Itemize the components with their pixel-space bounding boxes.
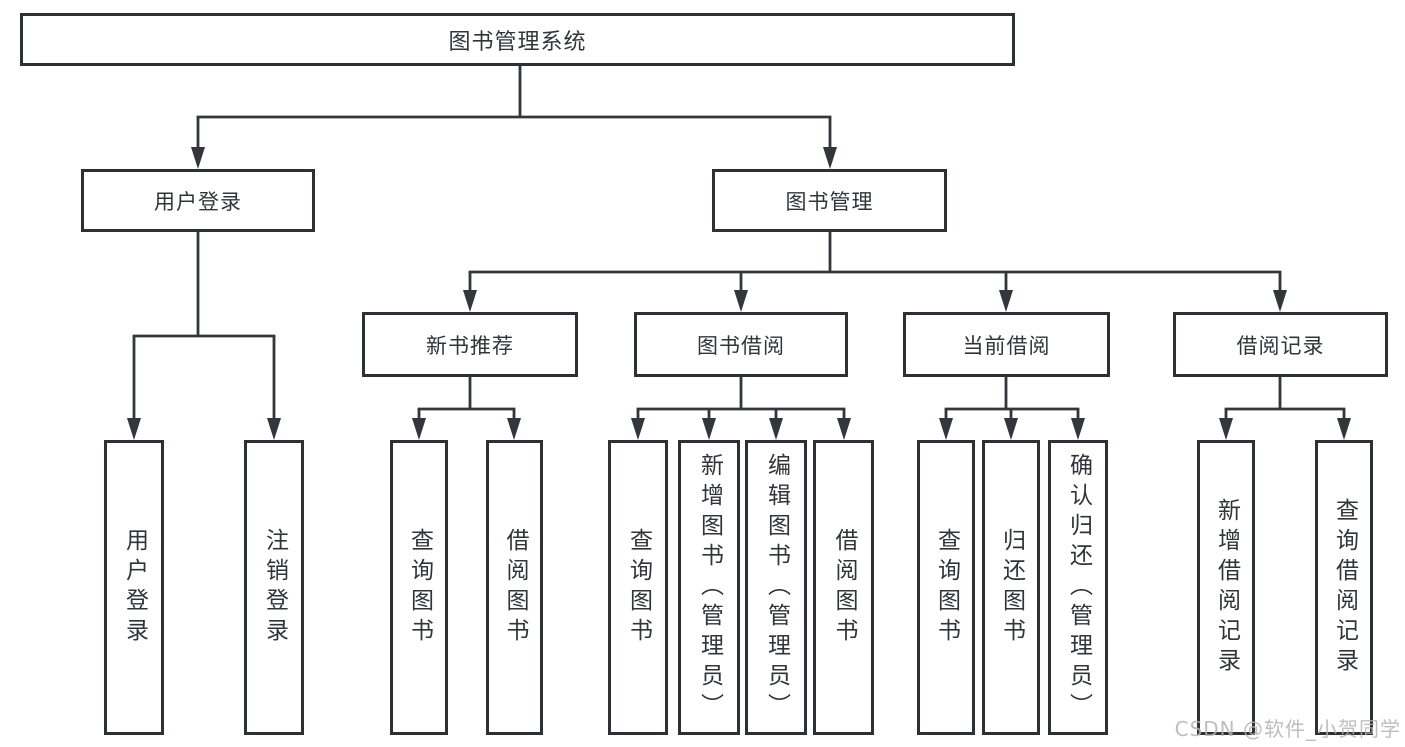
node-borrow-records: 借阅记录 <box>1173 312 1388 377</box>
leaf-cb-confirm-return: 确认归还（管理员） <box>1048 440 1108 735</box>
node-borrow-records-label: 借阅记录 <box>1236 333 1325 358</box>
leaf-br-query-record-label: 查询借阅记录 <box>1331 497 1358 678</box>
leaf-bb-query-books: 查询图书 <box>608 440 668 735</box>
node-user-login-label: 用户登录 <box>154 189 242 214</box>
leaf-bb-add-books: 新增图书（管理员） <box>678 440 740 735</box>
leaf-bb-edit-books-label: 编辑图书（管理员） <box>763 452 790 723</box>
leaf-cb-return-books-label: 归还图书 <box>998 527 1025 648</box>
leaf-cb-return-books: 归还图书 <box>982 440 1040 735</box>
node-book-borrow-label: 图书借阅 <box>697 333 785 358</box>
leaf-bb-edit-books: 编辑图书（管理员） <box>745 440 807 735</box>
node-current-borrow: 当前借阅 <box>903 312 1110 377</box>
leaf-nb-query-books-label: 查询图书 <box>406 527 433 648</box>
leaf-bb-borrow-books-label: 借阅图书 <box>831 527 857 648</box>
leaf-br-add-record-label: 新增借阅记录 <box>1213 497 1240 678</box>
node-new-book-recommend: 新书推荐 <box>362 312 578 377</box>
leaf-cb-confirm-return-label: 确认归还（管理员） <box>1065 452 1092 723</box>
leaf-br-query-record: 查询借阅记录 <box>1315 440 1373 735</box>
node-root-label: 图书管理系统 <box>448 29 587 55</box>
node-book-management-label: 图书管理 <box>785 189 874 214</box>
leaf-nb-query-books: 查询图书 <box>390 440 448 735</box>
leaf-bb-query-books-label: 查询图书 <box>625 527 652 648</box>
watermark: CSDN @软件_小贺同学 <box>1174 717 1401 741</box>
leaf-cb-query-books: 查询图书 <box>917 440 975 735</box>
leaf-bb-add-books-label: 新增图书（管理员） <box>696 452 723 723</box>
leaf-br-add-record: 新增借阅记录 <box>1197 440 1255 735</box>
leaf-user-login-label: 用户登录 <box>121 527 148 648</box>
leaf-logout-label: 注销登录 <box>261 527 288 648</box>
node-user-login: 用户登录 <box>81 169 315 232</box>
node-book-borrow: 图书借阅 <box>634 312 848 377</box>
leaf-nb-borrow-books: 借阅图书 <box>486 440 543 735</box>
node-book-management: 图书管理 <box>712 169 947 232</box>
leaf-logout: 注销登录 <box>244 440 304 735</box>
node-new-book-recommend-label: 新书推荐 <box>426 333 514 358</box>
node-root: 图书管理系统 <box>20 13 1015 66</box>
leaf-bb-borrow-books: 借阅图书 <box>813 440 874 735</box>
node-current-borrow-label: 当前借阅 <box>962 333 1051 358</box>
leaf-user-login: 用户登录 <box>104 440 164 735</box>
leaf-nb-borrow-books-label: 借阅图书 <box>502 527 528 648</box>
leaf-cb-query-books-label: 查询图书 <box>933 527 960 648</box>
